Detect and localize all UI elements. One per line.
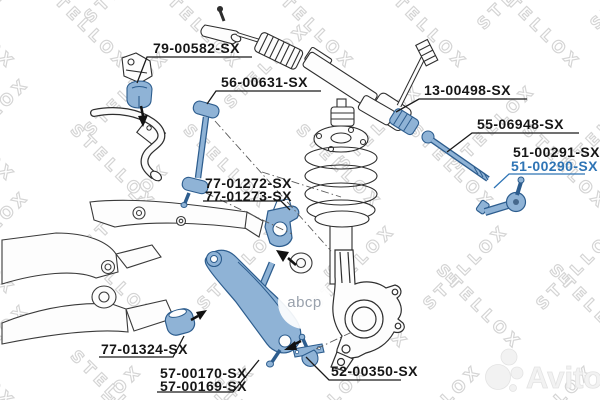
stabilizer-link xyxy=(180,100,220,208)
leader-line xyxy=(99,335,185,358)
part-label-57-00169-sx: 57-00169-SX xyxy=(160,378,247,394)
leader-line xyxy=(157,359,260,393)
part-label-79-00582-sx: 79-00582-SX xyxy=(153,40,240,56)
install-arrow xyxy=(276,250,297,266)
steering-boot xyxy=(389,108,420,136)
alignment-line xyxy=(214,120,332,252)
tie-rod-end xyxy=(475,176,527,216)
part-label-52-00350-sx: 52-00350-SX xyxy=(331,363,418,379)
steering-rack xyxy=(200,5,439,132)
part-label-51-00291-sx: 51-00291-SX xyxy=(513,144,600,160)
stabilizer-bar xyxy=(90,107,167,182)
stabilizer-bushing xyxy=(126,80,153,109)
label-leaders xyxy=(99,56,585,393)
inner-tie-rod xyxy=(421,130,490,182)
install-arrow xyxy=(284,339,302,350)
part-label-13-00498-sx: 13-00498-SX xyxy=(424,82,511,98)
part-label-56-00631-sx: 56-00631-SX xyxy=(221,74,308,90)
alignment-line xyxy=(261,171,342,198)
ball-joint xyxy=(292,333,325,367)
install-arrow xyxy=(190,310,207,322)
leader-line xyxy=(305,356,401,381)
leader-line xyxy=(395,98,527,113)
part-label-55-06948-sx: 55-06948-SX xyxy=(477,116,564,132)
leader-line xyxy=(206,90,321,105)
abcp-badge-label: abcp xyxy=(287,294,322,311)
steering-knuckle xyxy=(330,249,405,372)
part-label-51-00290-sx-highlighted: 51-00290-SX xyxy=(511,158,598,174)
part-label-77-01272-sx: 77-01272-SX xyxy=(205,175,292,191)
avito-wordmark: Avito xyxy=(526,360,600,395)
part-label-77-01324-sx: 77-01324-SX xyxy=(101,341,188,357)
leader-line xyxy=(446,132,579,153)
abcp-badge: abcp xyxy=(278,276,331,329)
leader-line-highlighted xyxy=(493,173,585,189)
install-arrow xyxy=(138,105,148,127)
alignment-lines xyxy=(205,120,353,350)
install-arrows xyxy=(138,105,302,350)
avito-logo-icon: Avito xyxy=(485,348,600,395)
leader-line xyxy=(136,56,252,84)
control-arm xyxy=(204,249,302,368)
part-label-57-00170-sx: 57-00170-SX xyxy=(160,365,247,381)
alignment-line xyxy=(205,192,293,235)
control-arm-front-bushing-clamp xyxy=(264,198,300,248)
part-label-77-01273-sx: 77-01273-SX xyxy=(205,188,292,204)
leader-line xyxy=(203,200,291,211)
stabilizer-bracket xyxy=(121,52,153,84)
avito-watermark: Avito xyxy=(484,346,600,398)
alignment-line xyxy=(315,331,353,350)
control-arm-rear-bushing xyxy=(164,308,196,336)
